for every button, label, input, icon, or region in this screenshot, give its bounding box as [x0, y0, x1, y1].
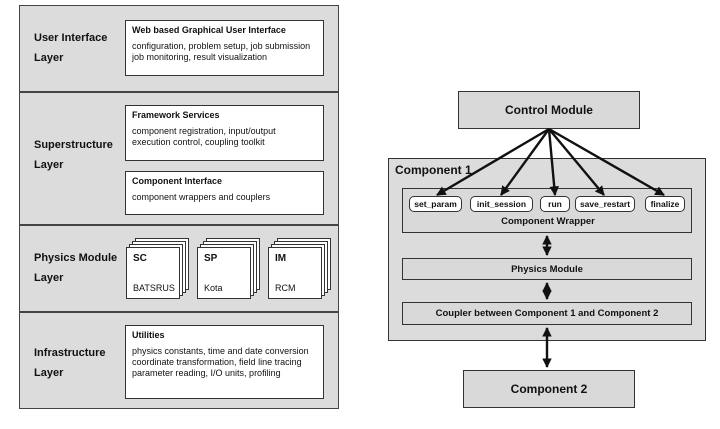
component-1-title: Component 1: [395, 163, 472, 177]
component-wrapper-label: Component Wrapper: [501, 216, 595, 227]
layer-title: User Interface Layer: [34, 32, 108, 64]
user-interface-layer: User Interface Layer Web based Graphical…: [19, 5, 339, 92]
gui-box: Web based Graphical User Interface confi…: [125, 20, 324, 76]
module-sub: Kota: [204, 283, 223, 293]
method-set-param: set_param: [409, 196, 462, 212]
superstructure-layer: Superstructure Layer Framework Services …: [19, 92, 339, 225]
module-sc: SC BATSRUS: [126, 247, 180, 299]
component-2-box: Component 2: [463, 370, 635, 408]
module-im: IM RCM: [268, 247, 322, 299]
layer-stack: User Interface Layer Web based Graphical…: [19, 5, 339, 409]
module-name: IM: [275, 253, 287, 264]
module-sub: BATSRUS: [133, 283, 175, 293]
method-finalize: finalize: [645, 196, 685, 212]
utilities-box: Utilities physics constants, time and da…: [125, 325, 324, 399]
box-title: Web based Graphical User Interface: [132, 25, 286, 35]
arrow-to-run: [547, 128, 559, 196]
arrow-to-finalize: [548, 127, 665, 197]
method-save-restart: save_restart: [575, 196, 635, 212]
box-text: physics constants, time and date convers…: [132, 346, 309, 378]
method-init-session: init_session: [470, 196, 533, 212]
box-title: Utilities: [132, 330, 165, 340]
module-sp: SP Kota: [197, 247, 251, 299]
physics-module-layer: Physics Module Layer SC BATSRUS SP Kota …: [19, 225, 339, 312]
box-text: component registration, input/output exe…: [132, 126, 276, 147]
box-title: Component Interface: [132, 176, 223, 186]
module-sub: RCM: [275, 283, 296, 293]
framework-services-box: Framework Services component registratio…: [125, 105, 324, 161]
physics-module-bar: Physics Module: [402, 258, 692, 280]
arrow-to-init-session: [500, 128, 550, 196]
layer-title: Physics Module Layer: [34, 252, 118, 284]
arrow-to-save-restart: [548, 128, 605, 196]
method-run: run: [540, 196, 570, 212]
infrastructure-layer: Infrastructure Layer Utilities physics c…: [19, 312, 339, 409]
box-text: configuration, problem setup, job submis…: [132, 41, 311, 62]
control-module-box: Control Module: [458, 91, 640, 129]
module-name: SC: [133, 253, 147, 264]
control-arrows: [436, 127, 665, 197]
arrow-to-set-param: [436, 127, 550, 197]
module-name: SP: [204, 253, 218, 264]
box-title: Framework Services: [132, 110, 220, 120]
box-text: component wrappers and couplers: [132, 192, 271, 202]
component-interface-box: Component Interface component wrappers a…: [125, 171, 324, 215]
layer-title: Infrastructure Layer: [34, 347, 106, 379]
coupler-bar: Coupler between Component 1 and Componen…: [402, 302, 692, 325]
layer-title: Superstructure Layer: [34, 139, 113, 171]
